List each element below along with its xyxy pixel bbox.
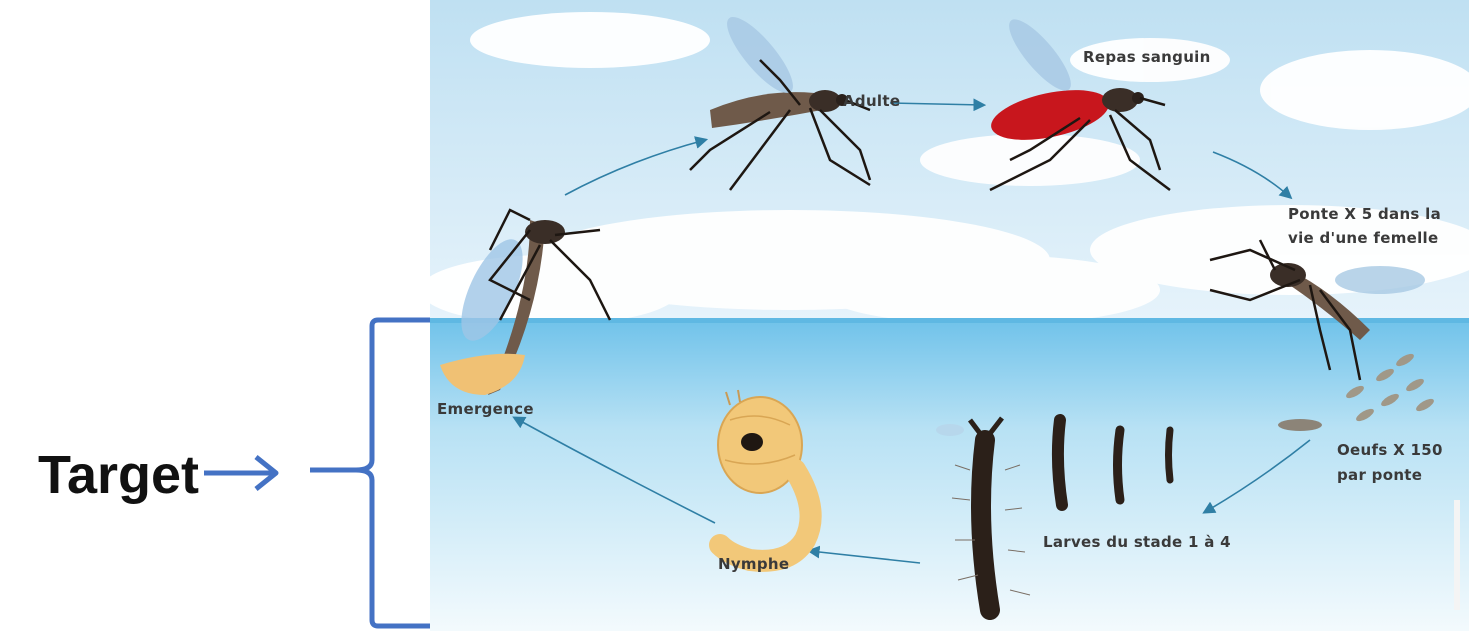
label-oeufs-line1: Oeufs X 150	[1337, 441, 1443, 459]
label-adulte: Adulte	[843, 92, 900, 110]
mosquito-lifecycle-illustration	[430, 0, 1469, 631]
label-oeufs-line2: par ponte	[1337, 466, 1422, 484]
label-nymphe: Nymphe	[718, 555, 789, 573]
bracket-brace	[300, 310, 440, 632]
label-repas-sanguin: Repas sanguin	[1083, 48, 1211, 66]
water-background	[430, 318, 1469, 631]
label-emergence: Emergence	[437, 400, 534, 418]
label-ponte-line2: vie d'une femelle	[1288, 229, 1438, 247]
target-label: Target	[38, 448, 199, 502]
label-larves: Larves du stade 1 à 4	[1043, 533, 1231, 551]
target-arrow-icon	[200, 448, 290, 498]
label-ponte-line1: Ponte X 5 dans la	[1288, 205, 1441, 223]
